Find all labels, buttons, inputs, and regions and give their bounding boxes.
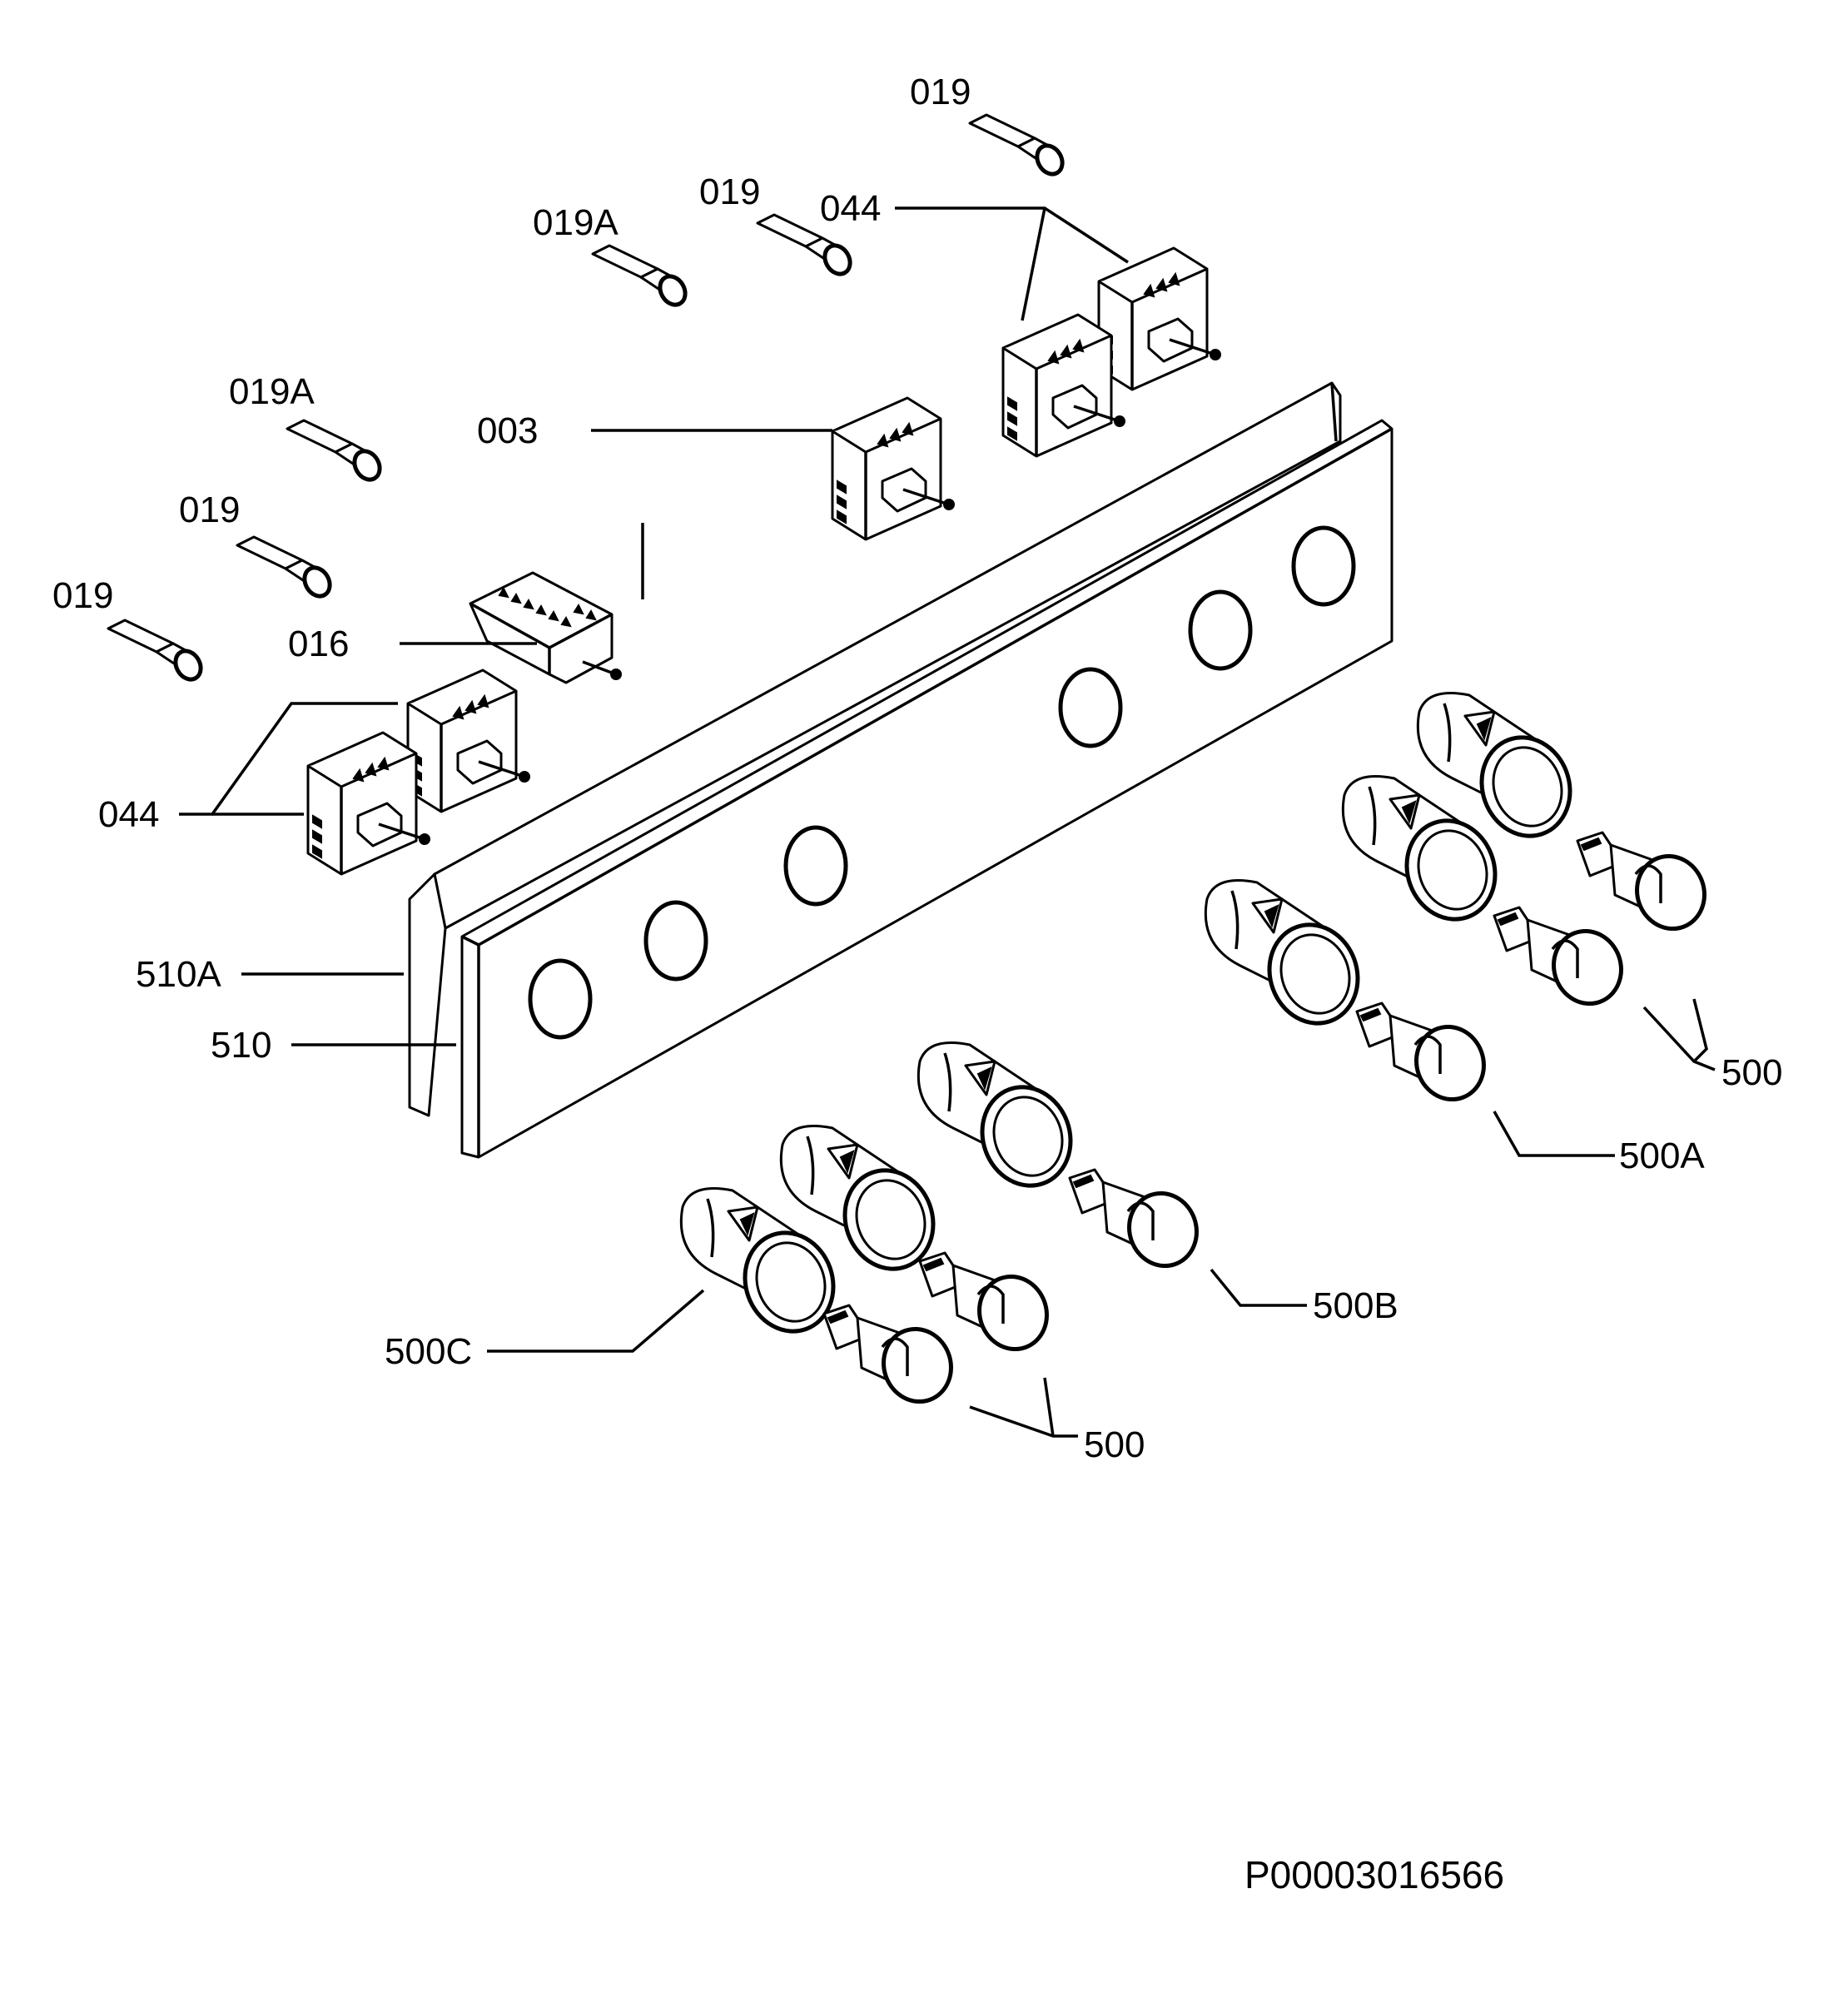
label-019A-upper: 019A [533, 202, 618, 243]
label-500C: 500C [385, 1331, 472, 1372]
label-003: 003 [477, 410, 538, 451]
label-500B: 500B [1313, 1285, 1398, 1326]
switch-044-left-back [406, 668, 531, 813]
label-016: 016 [288, 624, 349, 664]
switch-044-left-front [306, 731, 431, 876]
insert-500B [1070, 1170, 1207, 1275]
label-510A: 510A [136, 954, 221, 995]
pin-019A-left [287, 420, 385, 485]
panel-holes [528, 525, 1356, 1040]
switch-044-top-back [1097, 246, 1222, 391]
panel-510A [408, 381, 1342, 1117]
pin-019-top [970, 115, 1067, 179]
label-500A: 500A [1619, 1136, 1705, 1176]
label-019-left: 019 [179, 490, 240, 530]
label-019-upper: 019 [699, 171, 760, 212]
selector-016 [469, 571, 622, 684]
insert-500-bottom-2 [824, 1305, 961, 1411]
label-500-bottom: 500 [1084, 1424, 1145, 1465]
pin-019-left [237, 537, 335, 601]
label-500-right: 500 [1721, 1052, 1782, 1093]
insert-500-right-1 [1577, 832, 1715, 938]
pin-019A-upper [593, 246, 690, 310]
leader-lines [179, 206, 1716, 1438]
label-019-top: 019 [910, 72, 971, 112]
label-044-top: 044 [820, 188, 881, 229]
switch-044-top-front [1001, 313, 1126, 458]
pin-019-lower [108, 620, 206, 684]
label-510: 510 [211, 1025, 271, 1066]
label-019-lower: 019 [52, 575, 113, 616]
insert-500-right-2 [1494, 907, 1632, 1013]
knob-500B [918, 1043, 1084, 1199]
insert-500A [1357, 1003, 1494, 1109]
knob-500A [1205, 881, 1371, 1036]
label-044-left: 044 [98, 794, 159, 835]
switch-003 [831, 396, 956, 541]
label-019A-left: 019A [229, 371, 315, 412]
drawing-code: P00003016566 [1244, 1853, 1504, 1896]
